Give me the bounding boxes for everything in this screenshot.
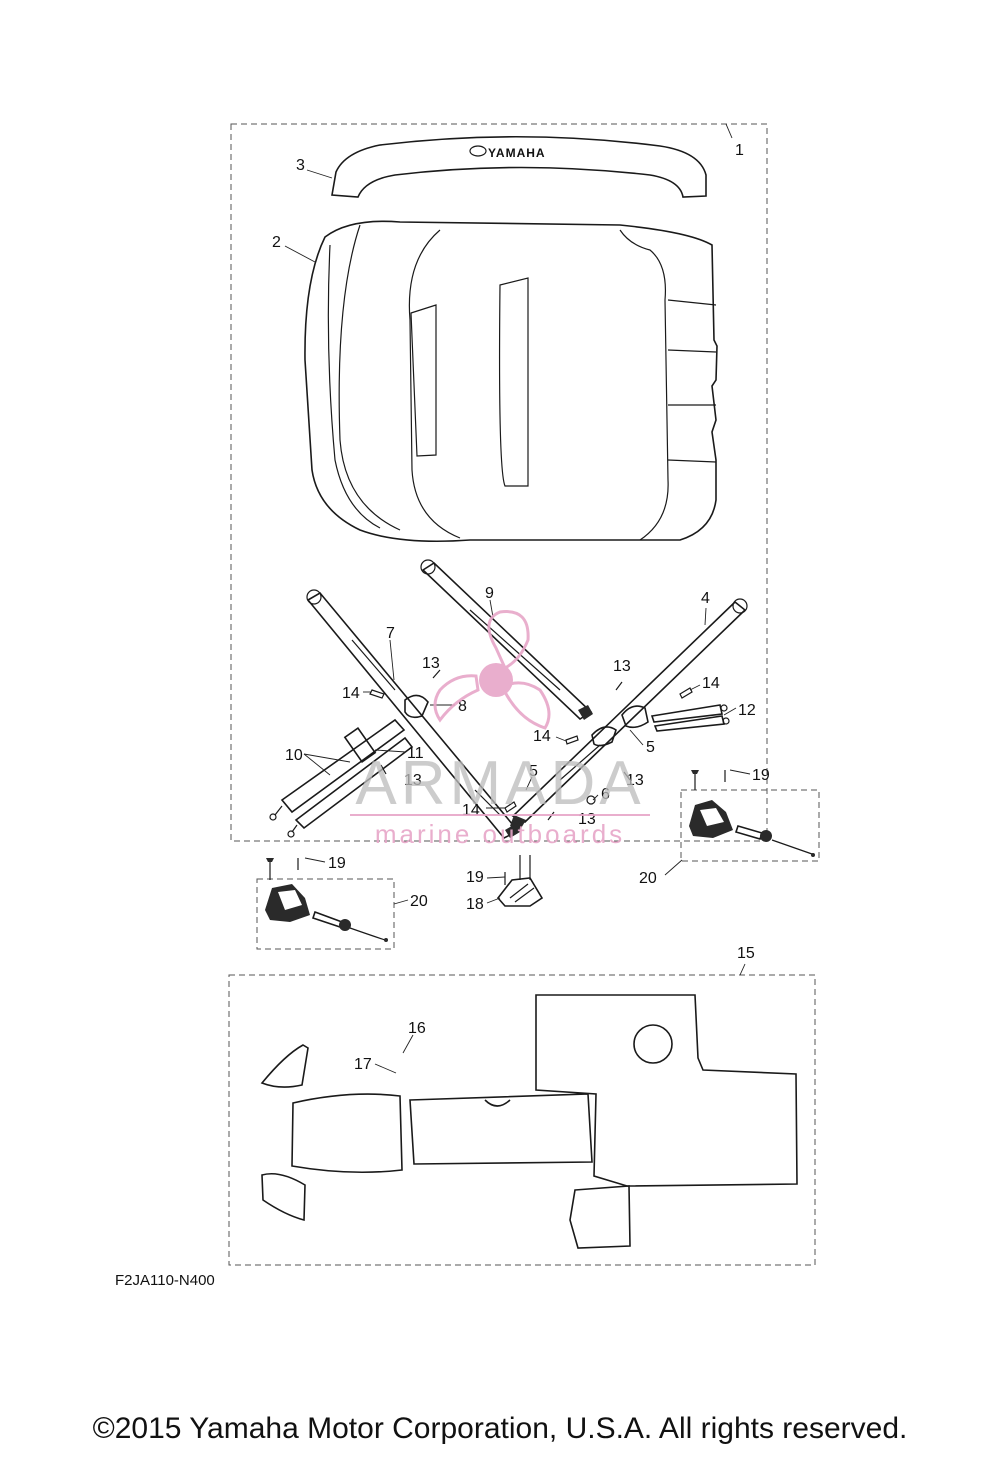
watermark-name: ARMADA xyxy=(355,749,644,818)
watermark: ARMADA marine outboards xyxy=(350,610,650,849)
callout-number: 13 xyxy=(613,658,631,675)
callout-number: 5 xyxy=(646,739,655,756)
callout-number: 15 xyxy=(737,945,755,962)
top-pad-part: YAMAHA xyxy=(331,135,707,198)
callout-number: 11 xyxy=(407,745,424,762)
callout-number: 1 xyxy=(735,142,744,159)
callout-number: 6 xyxy=(601,786,610,803)
diagram-reference-code: F2JA110-N400 xyxy=(115,1272,215,1289)
kit-box-1 xyxy=(230,123,768,842)
bar-part-7 xyxy=(306,589,520,840)
seat-cover-part xyxy=(304,220,718,543)
callout-number: 5 xyxy=(529,763,538,780)
strut-part-10 xyxy=(269,718,414,838)
side-box-right-20 xyxy=(680,789,820,862)
propeller-logo-icon xyxy=(433,610,551,730)
watermark-tagline: marine outboards xyxy=(375,819,625,849)
callout-number: 3 xyxy=(296,157,305,174)
callout-number: 7 xyxy=(386,625,395,642)
assembly-boxes xyxy=(228,123,820,1266)
callout-number: 8 xyxy=(458,698,467,715)
callout-number: 20 xyxy=(410,893,428,910)
callout-number: 17 xyxy=(354,1056,372,1073)
fasteners xyxy=(266,669,726,885)
bar-part-4 xyxy=(510,598,748,830)
bar-part-9 xyxy=(420,559,593,721)
callout-number: 14 xyxy=(533,728,551,745)
strut-part-12 xyxy=(650,704,730,732)
callout-number: 13 xyxy=(422,655,440,672)
callout-number: 13 xyxy=(626,772,644,789)
callout-number: 14 xyxy=(702,675,720,692)
callout-number: 12 xyxy=(738,702,756,719)
leader-lines xyxy=(284,123,751,1074)
callout-number: 16 xyxy=(408,1020,426,1037)
lock-part-20-left xyxy=(265,884,388,942)
side-box-left-20 xyxy=(256,878,395,950)
callout-number: 9 xyxy=(485,585,494,602)
callout-number: 2 xyxy=(272,234,281,251)
lock-part-20-right xyxy=(689,800,815,857)
callout-number: 13 xyxy=(404,772,422,789)
callout-number: 14 xyxy=(342,685,360,702)
mat-box-15 xyxy=(228,974,816,1266)
callout-number: 18 xyxy=(466,896,484,913)
callout-number: 19 xyxy=(328,855,346,872)
callout-number: 20 xyxy=(639,870,657,887)
floor-mats-part-15 xyxy=(260,994,798,1249)
bracket-part-18 xyxy=(496,877,544,907)
callout-number: 19 xyxy=(752,767,770,784)
brand-logo-text: YAMAHA xyxy=(488,146,546,160)
callout-number: 4 xyxy=(701,590,710,607)
copyright-notice: ©2015 Yamaha Motor Corporation, U.S.A. A… xyxy=(92,1412,908,1445)
callout-number: 10 xyxy=(285,747,303,764)
callout-number: 19 xyxy=(466,869,484,886)
